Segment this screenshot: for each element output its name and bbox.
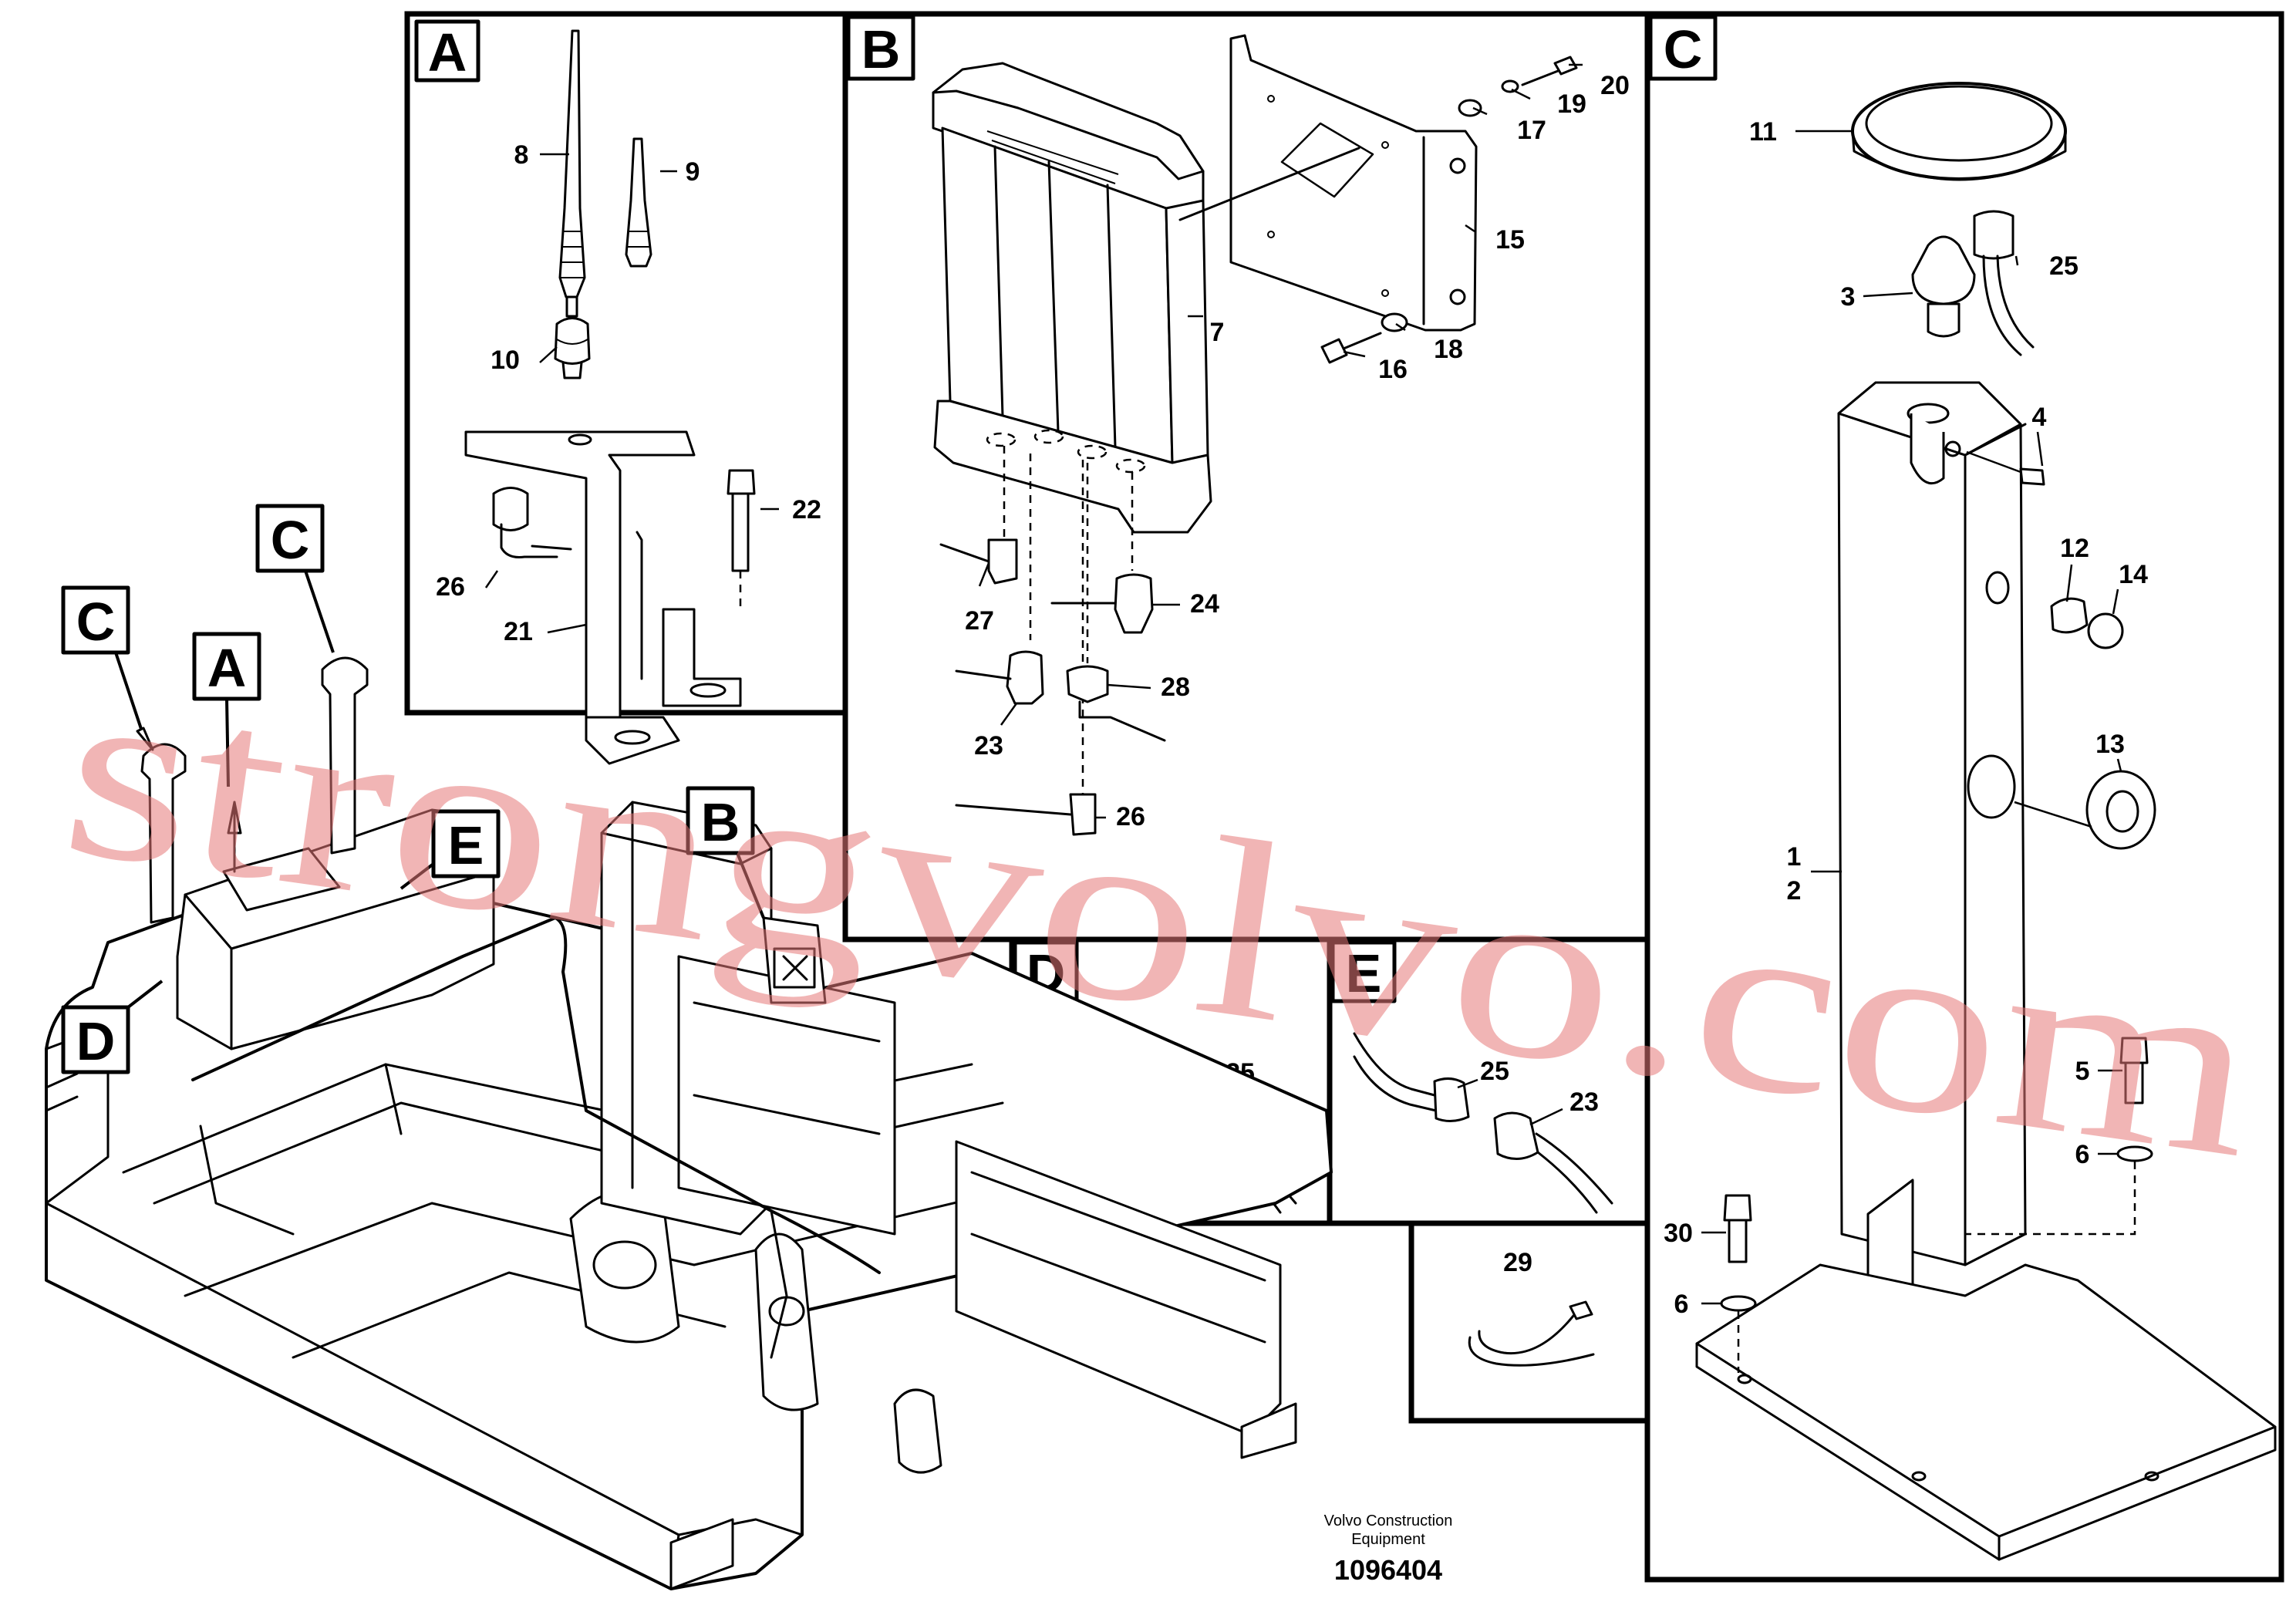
- panel-e-label: E: [1346, 943, 1382, 1003]
- part-label-2: 2: [1787, 876, 1802, 905]
- part-label-8: 8: [514, 140, 529, 170]
- panel-c-label: C: [1664, 19, 1703, 79]
- part-label-23-b: 23: [974, 731, 1003, 760]
- part-label-14: 14: [2119, 560, 2148, 589]
- overview-callout-d: D: [76, 1011, 116, 1071]
- part-label-3: 3: [1841, 282, 1856, 312]
- part-label-15: 15: [1495, 225, 1525, 255]
- part-label-16: 16: [1378, 355, 1408, 384]
- part-label-5: 5: [2075, 1057, 2090, 1086]
- panel-a-frame: [404, 11, 848, 716]
- part-label-25-c: 25: [2049, 251, 2079, 281]
- part-label-25-e: 25: [1480, 1057, 1509, 1086]
- part-label-6-c1: 6: [2075, 1140, 2090, 1169]
- part-label-11: 11: [1749, 117, 1777, 147]
- panel-b-label: B: [861, 19, 901, 79]
- part-label-19: 19: [1557, 89, 1586, 119]
- machine-overview: C C A B D E: [45, 504, 1333, 1590]
- part-label-7: 7: [1210, 318, 1225, 347]
- part-label-29: 29: [1503, 1248, 1532, 1277]
- part-label-12: 12: [2060, 534, 2089, 563]
- footer-company-line1: Volvo Construction: [1324, 1512, 1453, 1529]
- panel-e-drawing: 25 23: [1353, 1032, 1613, 1214]
- part-label-24-b: 24: [1190, 589, 1219, 619]
- part-label-26-b: 26: [1116, 802, 1145, 831]
- part-label-30: 30: [1664, 1219, 1693, 1248]
- part-label-18: 18: [1434, 335, 1463, 364]
- part-label-1: 1: [1787, 842, 1802, 872]
- part-label-10: 10: [491, 346, 520, 375]
- overview-callout-c-right: C: [271, 510, 310, 570]
- part-label-23-e: 23: [1569, 1088, 1599, 1117]
- drawing-footer: Volvo Construction Equipment 1096404: [1324, 1512, 1453, 1586]
- panel-b-drawing: 20 19 17 15 7 16 18 27 24 28 23 26: [932, 34, 1630, 836]
- part-label-20: 20: [1600, 71, 1630, 100]
- footer-drawing-number: 1096404: [1334, 1554, 1442, 1586]
- part-label-21: 21: [504, 617, 533, 646]
- part-label-28: 28: [1161, 673, 1190, 702]
- overview-callout-b: B: [701, 792, 740, 852]
- part-label-9: 9: [686, 157, 700, 187]
- panel-c-drawing: 11 25 3 4 12 14 13 1 2 5 6 30 6: [1664, 82, 2277, 1561]
- part-label-22: 22: [792, 495, 821, 524]
- panel-f-frame: [1408, 1220, 1650, 1424]
- part-label-4: 4: [2032, 403, 2047, 432]
- overview-callout-e: E: [448, 815, 484, 875]
- part-label-26-a: 26: [436, 572, 465, 602]
- panel-c-frame: [1644, 11, 2284, 1583]
- panel-a-label: A: [428, 22, 467, 83]
- panel-f-drawing: 29: [1468, 1248, 1595, 1367]
- part-label-27: 27: [965, 606, 994, 636]
- overview-callout-c-left: C: [76, 592, 116, 652]
- part-label-17: 17: [1517, 116, 1546, 145]
- overview-callouts: C C A B D E: [61, 504, 765, 1074]
- overview-callout-a: A: [207, 638, 247, 698]
- footer-company-line2: Equipment: [1351, 1531, 1425, 1548]
- panel-a-drawing: 8 9 10 22 26 21: [436, 29, 821, 765]
- part-label-6-c2: 6: [1674, 1290, 1689, 1319]
- part-label-13: 13: [2095, 730, 2125, 759]
